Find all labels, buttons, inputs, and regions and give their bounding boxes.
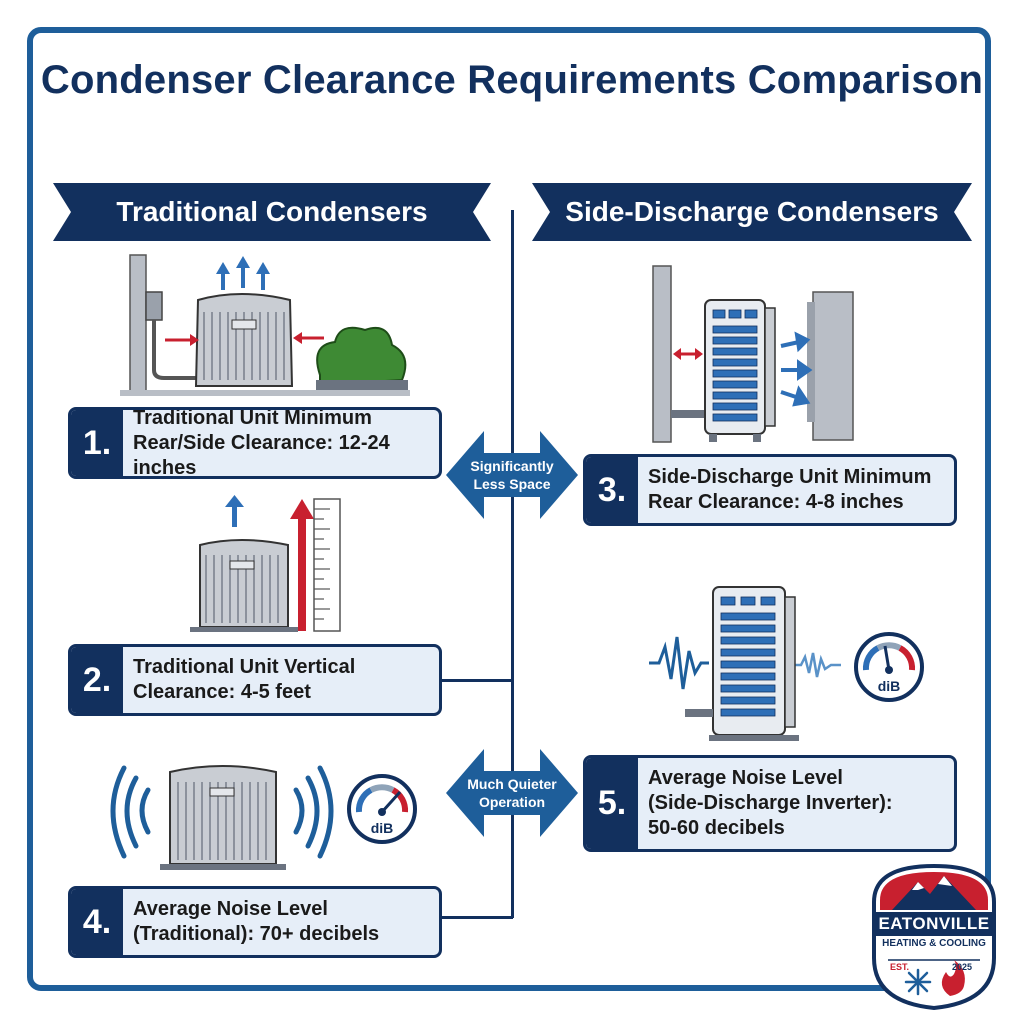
card-text: Side-Discharge Unit Minimum Rear Clearan…: [648, 466, 932, 513]
card-number: 4.: [71, 889, 123, 955]
vertical-clearance-illustration: [190, 495, 341, 632]
gauge-side-discharge-unit: diB: [877, 678, 901, 694]
logo-tagline: HEATING & COOLING: [882, 938, 986, 949]
gauge-side-discharge-dial: [854, 632, 924, 702]
card-number: 2.: [71, 647, 123, 713]
banner-side-discharge-label: Side-Discharge Condensers: [565, 196, 939, 227]
card-side-discharge-rear-clearance: 3. Side-Discharge Unit Minimum Rear Clea…: [583, 454, 957, 526]
logo-badge-icon: [872, 863, 996, 1011]
logo-est: EST.: [890, 962, 910, 972]
logo-name: EATONVILLE: [878, 914, 990, 933]
card-number: 5.: [586, 758, 638, 849]
card-text: Traditional Unit Vertical Clearance: 4-5…: [133, 656, 356, 703]
side-discharge-unit-illustration: [652, 265, 854, 443]
card-side-discharge-noise-level: 5. Average Noise Level (Side-Discharge I…: [583, 755, 957, 852]
gauge-traditional: diB: [345, 772, 419, 846]
card-traditional-noise-level: 4. Average Noise Level (Traditional): 70…: [68, 886, 442, 958]
double-arrow-icon: [446, 749, 578, 837]
banner-ribbon-right: [532, 183, 972, 241]
double-arrow-icon: [446, 431, 578, 519]
comparison-arrow-noise: Much Quieter Operation: [446, 745, 578, 841]
side-discharge-noise-illustration: [649, 586, 841, 741]
card-number: 1.: [71, 410, 123, 476]
connector-card-2: [441, 679, 513, 682]
card-traditional-vertical-clearance: 2. Traditional Unit Vertical Clearance: …: [68, 644, 442, 716]
gauge-traditional-dial: [347, 774, 417, 844]
card-text: Average Noise Level (Traditional): 70+ d…: [133, 898, 380, 945]
card-text: Average Noise Level (Side-Discharge Inve…: [648, 767, 893, 839]
gauge-traditional-unit: diB: [370, 820, 394, 836]
traditional-noise-illustration: [110, 765, 334, 870]
company-logo: EATONVILLE HEATING & COOLING EST. 2025: [868, 862, 1000, 1012]
page-title: Condenser Clearance Requirements Compari…: [40, 58, 984, 102]
outer-frame: [27, 27, 991, 991]
traditional-unit-illustration: [120, 254, 410, 396]
banner-traditional: Traditional Condensers: [53, 183, 491, 241]
card-text: Traditional Unit Minimum Rear/Side Clear…: [133, 407, 390, 479]
banner-traditional-label: Traditional Condensers: [116, 196, 428, 227]
connector-card-4: [441, 916, 513, 919]
card-traditional-rear-side-clearance: 1. Traditional Unit Minimum Rear/Side Cl…: [68, 407, 442, 479]
comparison-label-space: Significantly Less Space: [470, 458, 554, 492]
comparison-label-noise: Much Quieter Operation: [467, 776, 557, 810]
center-divider: [511, 210, 514, 918]
comparison-arrow-space: Significantly Less Space: [446, 427, 578, 523]
card-number: 3.: [586, 457, 638, 523]
banner-side-discharge: Side-Discharge Condensers: [532, 183, 972, 241]
logo-year: 2025: [952, 962, 973, 972]
banner-ribbon-left: [53, 183, 491, 241]
gauge-side-discharge: diB: [852, 630, 926, 704]
